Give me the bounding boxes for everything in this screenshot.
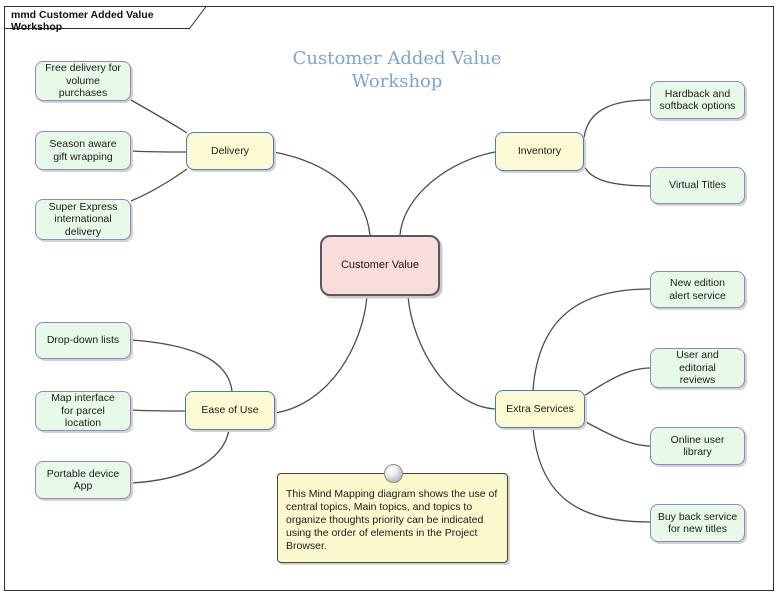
- note-pin-icon: [384, 464, 403, 483]
- main-topic-extra-services[interactable]: Extra Services: [495, 390, 585, 428]
- topic-buy-back-service[interactable]: Buy back service for new titles: [650, 504, 745, 542]
- connector-free-delivery-delivery[interactable]: [130, 99, 188, 134]
- connector-season-aware-delivery[interactable]: [130, 150, 187, 153]
- connector-map-interface-ease-of-use[interactable]: [130, 409, 186, 412]
- central-topic-customer-value[interactable]: Customer Value: [320, 235, 440, 296]
- topic-virtual-titles[interactable]: Virtual Titles: [650, 167, 745, 204]
- topic-hardback-softback[interactable]: Hardback and softback options: [650, 81, 745, 119]
- connector-delivery-customer-value[interactable]: [273, 151, 371, 236]
- note[interactable]: This Mind Mapping diagram shows the use …: [277, 473, 508, 563]
- main-topic-delivery[interactable]: Delivery: [186, 132, 274, 170]
- connector-inventory-customer-value[interactable]: [399, 151, 496, 236]
- diagram-tab-label: mmd Customer Added Value Workshop: [11, 9, 154, 33]
- diagram-name-tab: [4, 6, 207, 29]
- topic-super-express-delivery[interactable]: Super Express international delivery: [35, 199, 131, 240]
- topic-user-editorial-reviews[interactable]: User and editorial reviews: [650, 348, 745, 388]
- topic-online-user-library[interactable]: Online user library: [650, 427, 745, 465]
- connector-extra-services-customer-value[interactable]: [407, 295, 496, 410]
- topic-season-aware-gift-wrapping[interactable]: Season aware gift wrapping: [35, 131, 131, 170]
- connector-ease-of-use-customer-value[interactable]: [274, 295, 368, 414]
- connector-online-library-extra-services[interactable]: [583, 420, 651, 447]
- connector-portable-app-ease-of-use[interactable]: [130, 429, 230, 484]
- connector-new-edition-extra-services[interactable]: [532, 288, 651, 391]
- connector-drop-down-ease-of-use[interactable]: [130, 339, 233, 392]
- topic-free-delivery[interactable]: Free delivery for volume purchases: [35, 61, 131, 101]
- topic-drop-down-lists[interactable]: Drop-down lists: [35, 322, 131, 359]
- connector-user-editorial-extra-services[interactable]: [583, 367, 651, 397]
- topic-map-interface[interactable]: Map interface for parcel location: [35, 391, 131, 431]
- connector-hardback-inventory[interactable]: [583, 99, 651, 140]
- main-topic-inventory[interactable]: Inventory: [495, 132, 584, 171]
- connector-buy-back-extra-services[interactable]: [532, 427, 651, 523]
- connector-super-express-delivery[interactable]: [130, 168, 188, 202]
- diagram-title: Customer Added Value Workshop: [292, 48, 502, 92]
- connector-virtual-titles-inventory[interactable]: [583, 164, 651, 187]
- topic-new-edition-alert[interactable]: New edition alert service: [650, 271, 745, 308]
- main-topic-ease-of-use[interactable]: Ease of Use: [185, 391, 275, 430]
- topic-portable-device-app[interactable]: Portable device App: [35, 461, 131, 499]
